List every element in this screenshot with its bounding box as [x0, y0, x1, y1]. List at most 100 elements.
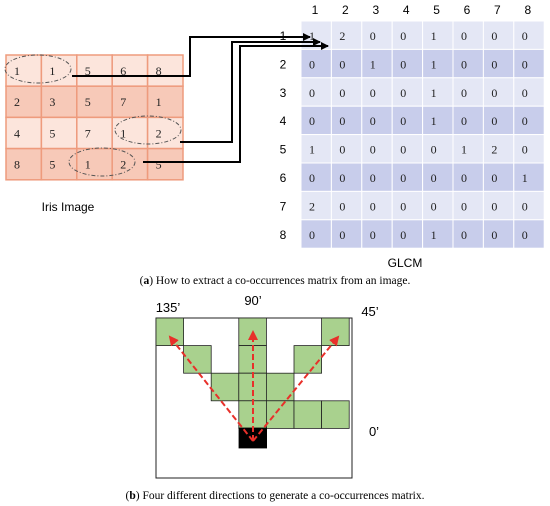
glcm-cell-value: 0	[491, 86, 497, 100]
direction-cell	[321, 400, 350, 429]
direction-cell	[155, 317, 185, 347]
glcm-cell	[391, 105, 424, 136]
glcm-cell	[361, 20, 393, 50]
glcm-cell	[513, 77, 545, 107]
glcm-cell-value: 1	[431, 57, 437, 71]
glcm-cell	[330, 77, 363, 107]
glcm-column-header: 5	[433, 3, 440, 17]
direction-cells	[155, 317, 350, 449]
iris-cell	[146, 147, 184, 181]
glcm-column-header: 1	[312, 3, 319, 17]
glcm-cell-value: 0	[400, 199, 406, 213]
caption-a-letter: a	[143, 275, 149, 287]
glcm-cell	[422, 134, 454, 164]
direction-cell	[238, 400, 267, 429]
glcm-cell	[330, 134, 363, 164]
glcm-cell-value: 0	[431, 171, 437, 185]
glcm-cell-value: 0	[339, 199, 345, 213]
iris-cell	[76, 116, 113, 150]
iris-cell-value: 5	[85, 64, 91, 78]
iris-cell-value: 1	[156, 95, 162, 109]
arrow-135	[168, 335, 254, 442]
glcm-cell	[422, 20, 454, 50]
glcm-cell	[452, 105, 484, 136]
iris-cell	[40, 147, 78, 181]
glcm-cell-value: 0	[400, 171, 406, 185]
glcm-cell	[391, 48, 424, 79]
glcm-cell	[422, 190, 454, 221]
glcm-column-header: 6	[464, 3, 471, 17]
connector-arrow-2	[180, 38, 321, 143]
direction-cell	[293, 345, 323, 374]
iris-image-label: Iris Image	[42, 200, 95, 214]
glcm-cell-value: 0	[339, 57, 345, 71]
glcm-cell-value: 0	[522, 29, 528, 43]
glcm-cell-value: 0	[461, 114, 467, 128]
pair-ellipse-1	[4, 54, 72, 84]
caption-a-text: ) How to extract a co-occurrences matrix…	[149, 275, 410, 287]
iris-cell-value: 2	[14, 95, 20, 109]
iris-cell-value: 6	[120, 64, 126, 78]
iris-cell-value: 5	[156, 158, 162, 172]
glcm-cell-value: 1	[309, 29, 315, 43]
glcm-cell-value: 0	[491, 29, 497, 43]
glcm-cell-value: 0	[370, 29, 376, 43]
glcm-cell-value: 0	[370, 171, 376, 185]
glcm-cell	[422, 162, 454, 192]
glcm-cell-value: 0	[400, 228, 406, 242]
glcm-cell	[513, 48, 545, 79]
iris-cell	[5, 54, 43, 87]
iris-cell-value: 1	[120, 126, 126, 140]
glcm-cell-value: 0	[339, 114, 345, 128]
glcm-cell-value: 0	[491, 57, 497, 71]
iris-cell-value: 2	[156, 126, 162, 140]
glcm-cell-value: 0	[400, 57, 406, 71]
glcm-cell-value: 0	[431, 143, 437, 157]
glcm-cell-value: 0	[461, 86, 467, 100]
glcm-cell-value: 0	[461, 57, 467, 71]
glcm-row-header: 3	[280, 86, 287, 100]
glcm-cell	[330, 105, 363, 136]
glcm-cell-value: 0	[461, 171, 467, 185]
glcm-cell-value: 0	[309, 114, 315, 128]
glcm-cell-value: 0	[491, 199, 497, 213]
glcm-row-header: 8	[280, 228, 287, 242]
glcm-cell-value: 1	[461, 143, 467, 157]
glcm-cell	[300, 134, 332, 164]
iris-cell	[111, 116, 149, 150]
glcm-cell-value: 1	[370, 57, 376, 71]
iris-cell-value: 5	[49, 158, 55, 172]
glcm-cell	[482, 77, 515, 107]
glcm-cell	[482, 134, 515, 164]
glcm-cell-value: 1	[522, 171, 528, 185]
glcm-cell	[391, 219, 424, 249]
glcm-cell	[361, 219, 393, 249]
glcm-label: GLCM	[388, 256, 423, 270]
glcm-cell	[422, 105, 454, 136]
direction-cell	[293, 400, 323, 429]
glcm-column-header: 4	[403, 3, 410, 17]
glcm-cell	[422, 48, 454, 79]
glcm-cell	[513, 219, 545, 249]
glcm-cell	[452, 77, 484, 107]
glcm-cell	[300, 162, 332, 192]
glcm-cell-value: 0	[522, 228, 528, 242]
glcm-cell-value: 1	[431, 86, 437, 100]
iris-cell-value: 1	[49, 64, 55, 78]
glcm-cell	[482, 48, 515, 79]
direction-cell	[265, 400, 295, 429]
glcm-row-header: 2	[280, 57, 287, 71]
glcm-row-header: 5	[280, 143, 287, 157]
glcm-cell	[391, 134, 424, 164]
glcm-cell-value: 0	[461, 228, 467, 242]
glcm-cell	[391, 77, 424, 107]
glcm-cell-value: 0	[522, 143, 528, 157]
glcm-cell	[513, 105, 545, 136]
iris-cell-value: 5	[49, 126, 55, 140]
label-90: 90’	[244, 293, 261, 308]
glcm-cell	[300, 190, 332, 221]
iris-cell	[40, 116, 78, 150]
pair-ellipse-2	[114, 115, 182, 145]
iris-cell	[40, 54, 78, 87]
